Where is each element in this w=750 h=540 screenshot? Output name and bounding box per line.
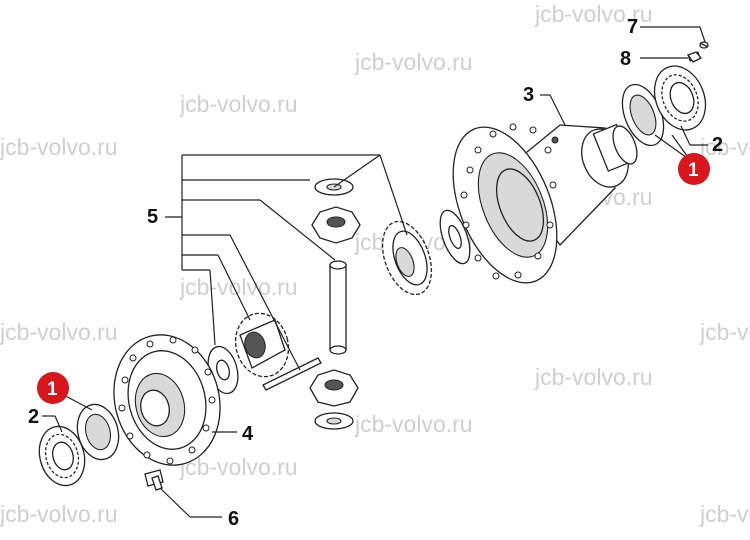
- watermark: jcb-volvo.ru: [179, 91, 298, 117]
- callout-number-7: 7: [627, 16, 638, 38]
- pinion-washer-bottom: [314, 412, 354, 430]
- thrust-washer-upper: [439, 209, 471, 265]
- watermark: jcb-volvo.ru: [0, 501, 118, 527]
- callout-number-3: 3: [523, 84, 534, 106]
- leader-lines: [42, 26, 708, 518]
- callout-number-6: 6: [228, 508, 239, 530]
- highlight-badge-bottom: 1: [37, 372, 69, 404]
- pinion-gear-bottom: [309, 369, 359, 407]
- cross-shaft: [329, 260, 347, 355]
- watermark: jcb-volvo.ru: [354, 411, 473, 437]
- watermark: jcb-volvo.ru: [179, 454, 298, 480]
- callout-number-2-top: 2: [712, 134, 723, 156]
- watermark: jcb-volvo.ru: [699, 501, 750, 527]
- watermark: jcb-volvo.ru: [699, 134, 750, 160]
- locking-pin: [262, 357, 322, 391]
- callout-number-1-top: 1: [688, 160, 699, 181]
- watermark: jcb-volvo.ru: [0, 134, 118, 160]
- callout-number-4: 4: [242, 423, 254, 445]
- watermark: jcb-volvo.ru: [699, 319, 750, 345]
- callout-number-5: 5: [147, 206, 158, 228]
- watermark: jcb-volvo.ru: [0, 319, 118, 345]
- watermark: jcb-volvo.ru: [534, 1, 653, 27]
- side-gear-lower: [234, 312, 290, 378]
- pinion-gear-top: [311, 206, 361, 244]
- watermark: jcb-volvo.ru: [354, 49, 473, 75]
- highlight-badge-top: 1: [678, 153, 710, 185]
- bearing-bottom: [38, 403, 120, 487]
- differential-case-half: [452, 123, 638, 284]
- differential-case-flange: [113, 334, 221, 466]
- watermark: jcb-volvo.ru: [534, 364, 653, 390]
- callout-number-2-bottom: 2: [28, 406, 39, 428]
- callout-number-1-bottom: 1: [47, 379, 58, 400]
- screw-and-lock-plate: [686, 41, 709, 63]
- side-gear-upper: [381, 220, 433, 296]
- bolt: [144, 469, 164, 491]
- callout-number-8: 8: [620, 48, 631, 70]
- callout-labels: 7 8 3 2 5 4 6 2 1 1: [28, 16, 723, 530]
